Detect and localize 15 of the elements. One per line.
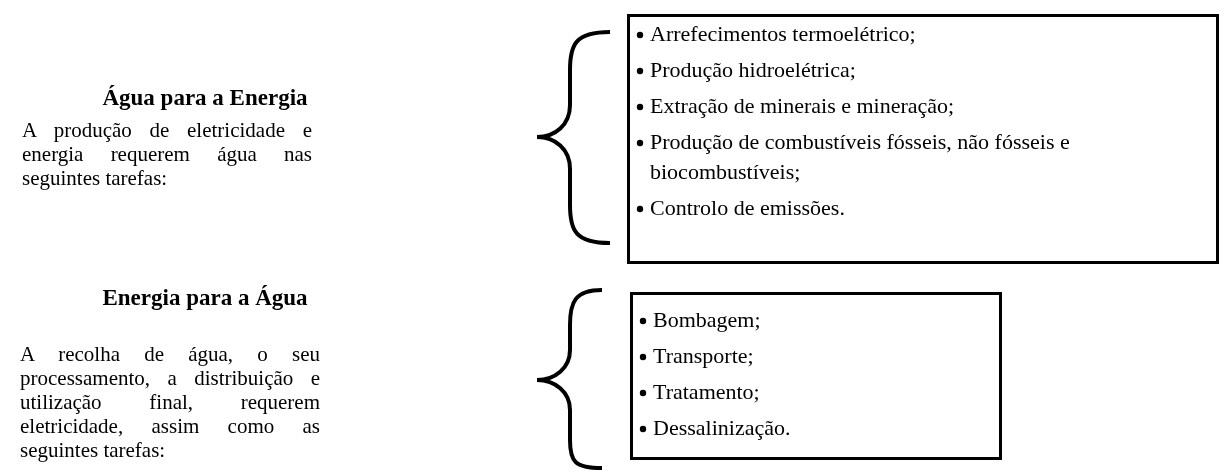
list-item: Produção de combustíveis fósseis, não fósseis e biocombustíveis; (650, 128, 1071, 186)
list-item: Dessalinização. (653, 414, 791, 442)
heading: Água para a Energia (101, 85, 309, 111)
list-item: Produção hidroelétrica; (650, 56, 856, 84)
description-text: A produção de eletricidade e energia requerem água nas seguintes tarefas: (22, 118, 312, 190)
list-item: Bombagem; (653, 306, 761, 334)
list-item: Extração de minerais e mineração; (650, 92, 955, 120)
list-item: Tratamento; (653, 378, 760, 406)
description-text: A recolha de água, o seu processamento, a distribuição e utilização final, requerem eletricidade, assim como as seguintes tarefas: (20, 342, 320, 462)
list-item: Controlo de emissões. (650, 194, 845, 222)
list-item: Transporte; (653, 342, 754, 370)
list-item: Arrefecimentos termoelétrico; (650, 20, 916, 48)
list-box (627, 14, 1219, 264)
heading: Energia para a Água (101, 285, 309, 311)
list-box (630, 292, 1002, 460)
